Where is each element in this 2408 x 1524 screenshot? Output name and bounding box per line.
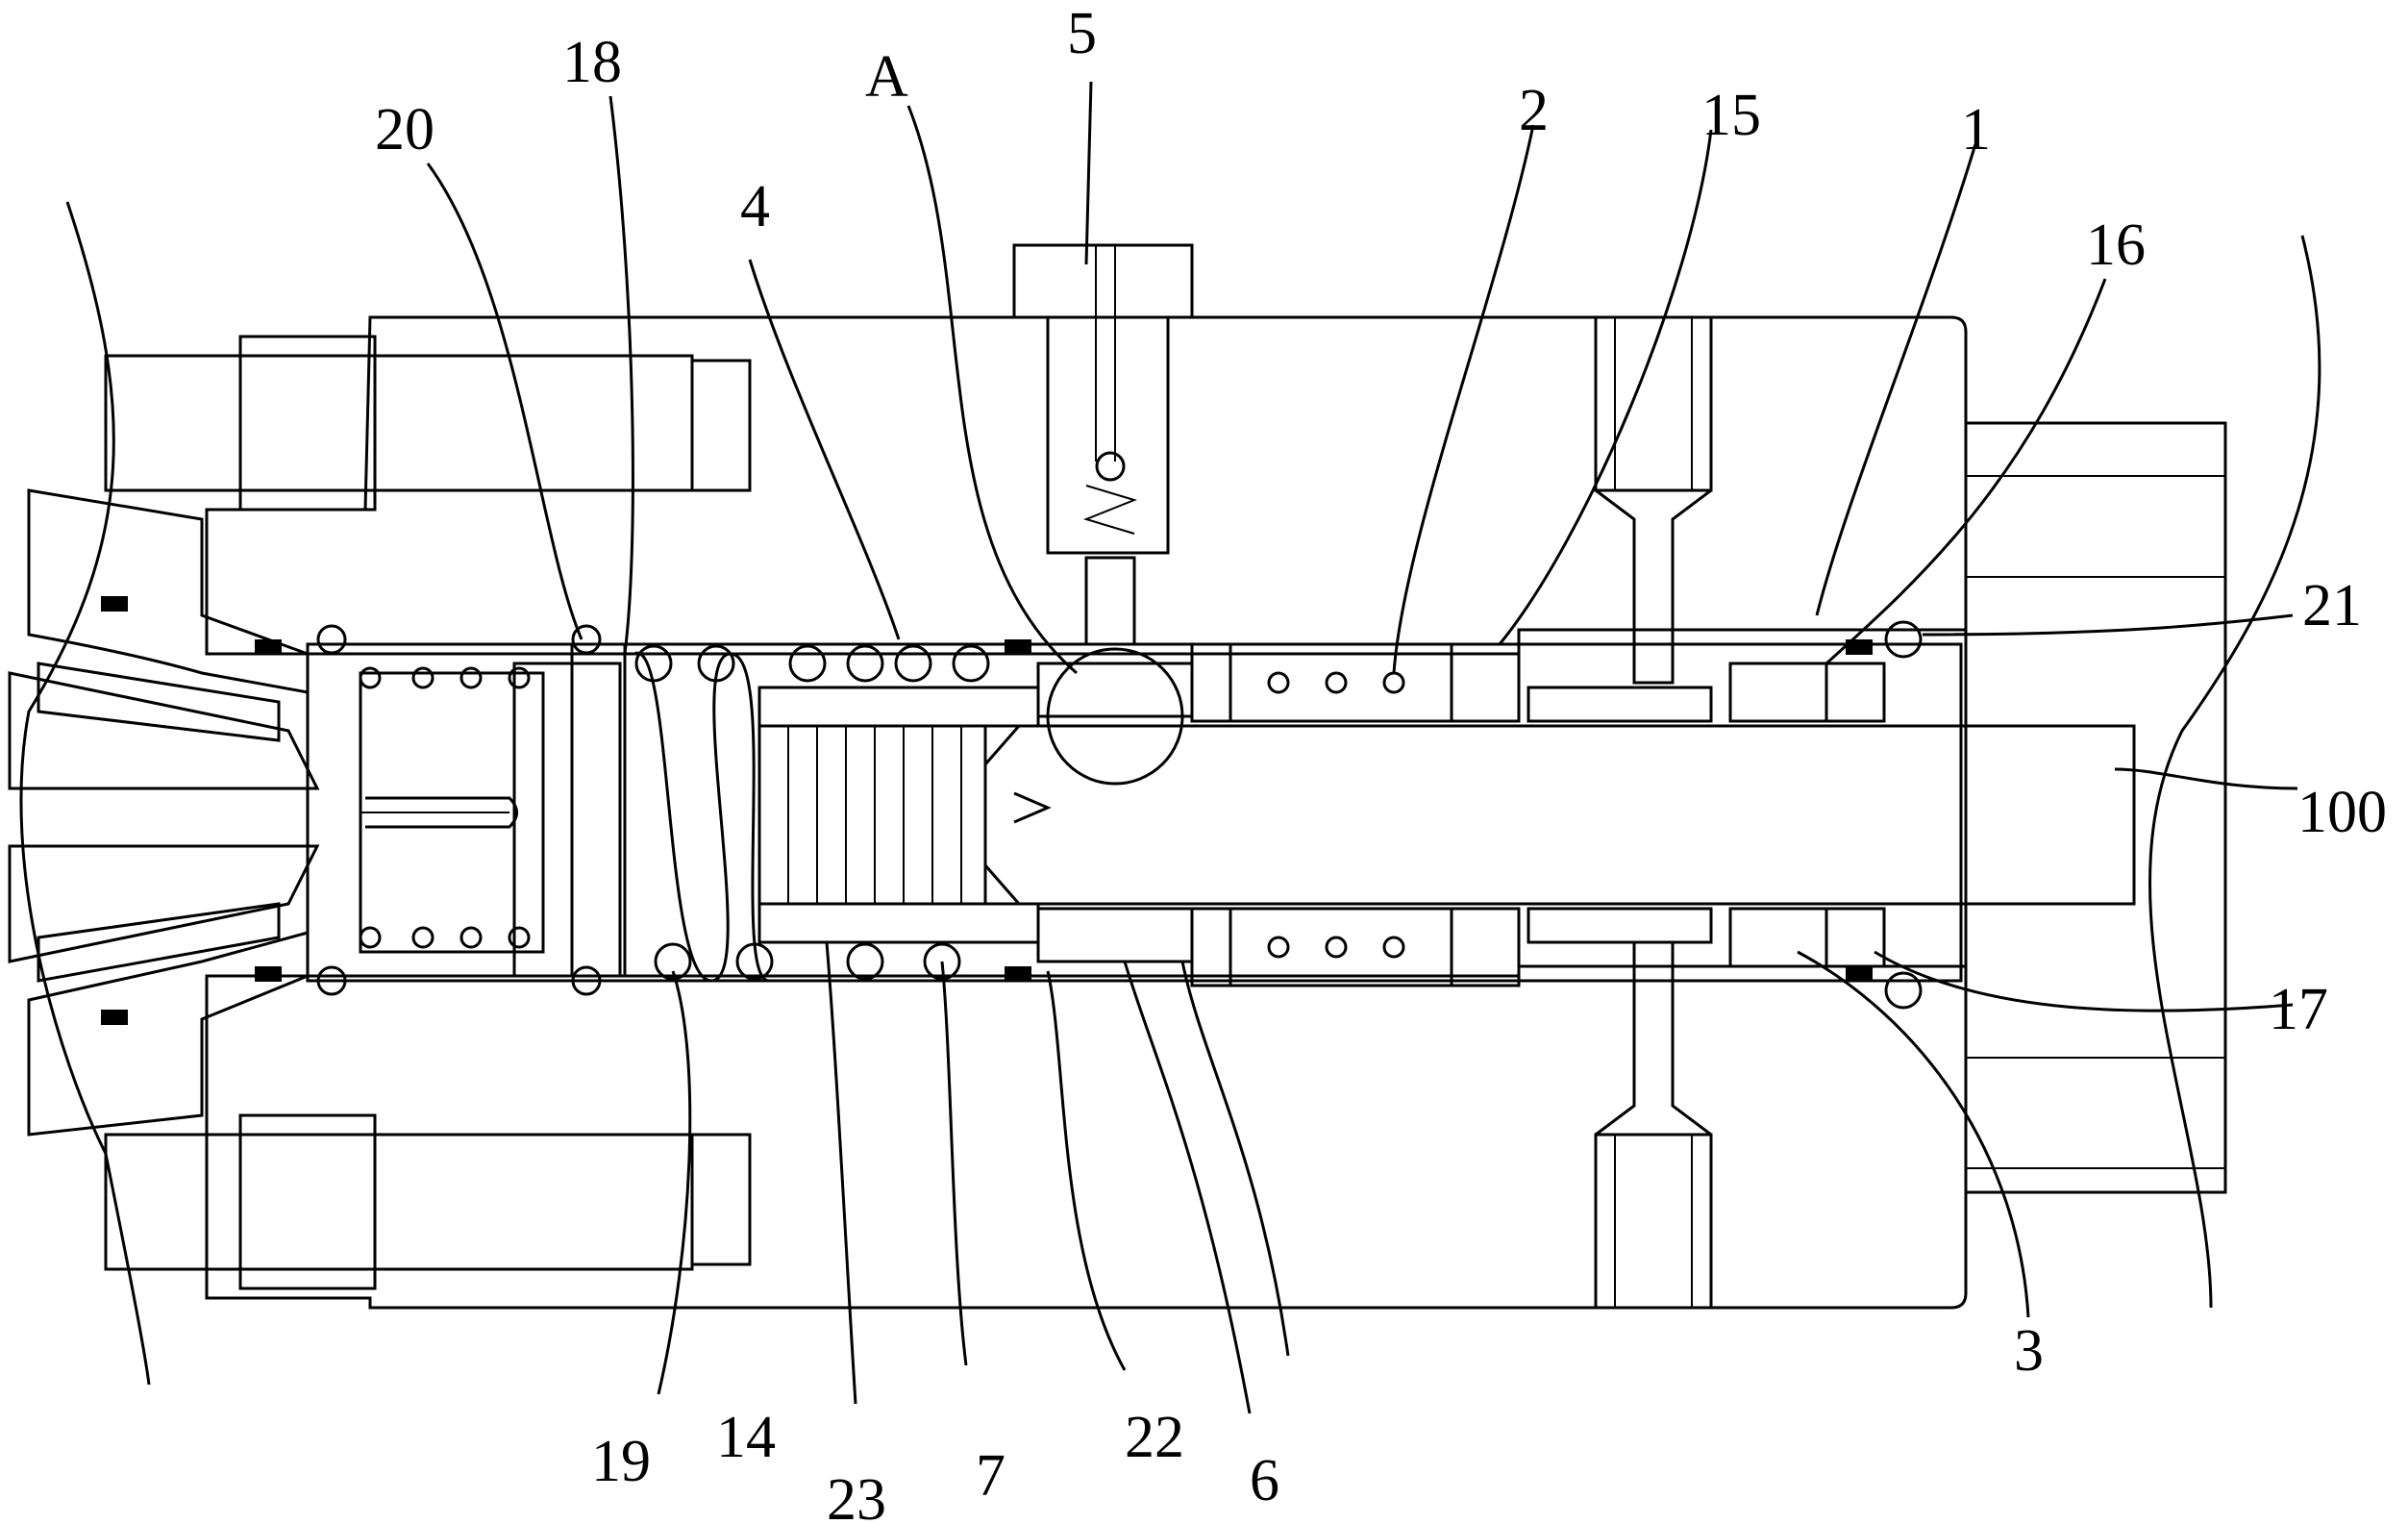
label-6: 6 xyxy=(1250,1448,1279,1513)
spring-4 xyxy=(633,644,990,983)
left-nut xyxy=(104,335,752,1290)
plug-screw-5 xyxy=(1012,243,1194,646)
housing-body xyxy=(205,315,2227,1310)
label-18: 18 xyxy=(562,30,622,95)
leader-lines xyxy=(426,81,2298,1414)
threaded-sleeve-14 xyxy=(757,686,1040,944)
port-top xyxy=(1594,315,1713,685)
spring-cage-19 xyxy=(316,624,627,996)
label-7: 7 xyxy=(976,1443,1005,1509)
label-3: 3 xyxy=(2014,1318,2044,1384)
detail-circle-a xyxy=(1046,647,1184,786)
label-17: 17 xyxy=(2269,977,2328,1042)
sleeve-7 xyxy=(1036,642,1232,987)
break-line-right xyxy=(2148,235,2321,1309)
label-22: 22 xyxy=(1125,1405,1184,1470)
label-16: 16 xyxy=(2086,212,2146,278)
seal-pack-2 xyxy=(1229,642,1521,987)
label-15: 15 xyxy=(1701,83,1761,148)
label-14: 14 xyxy=(716,1405,776,1470)
label-21: 21 xyxy=(2302,573,2362,638)
label-1: 1 xyxy=(1961,97,1991,162)
label-5: 5 xyxy=(1067,1,1097,66)
break-line-left xyxy=(19,201,151,1386)
inner-chamber xyxy=(306,642,1963,983)
bearing-15 xyxy=(1527,686,1713,944)
left-fitting xyxy=(8,488,320,1137)
label-2: 2 xyxy=(1519,78,1549,143)
label-100: 100 xyxy=(2297,780,2387,845)
label-20: 20 xyxy=(375,97,434,162)
label-19: 19 xyxy=(591,1429,651,1494)
label-a: A xyxy=(865,44,908,110)
o-rings xyxy=(101,596,1873,1025)
label-23: 23 xyxy=(827,1467,886,1524)
label-4: 4 xyxy=(740,174,770,239)
port-bottom xyxy=(1594,940,1713,1310)
seal-16 xyxy=(1728,620,1923,1010)
